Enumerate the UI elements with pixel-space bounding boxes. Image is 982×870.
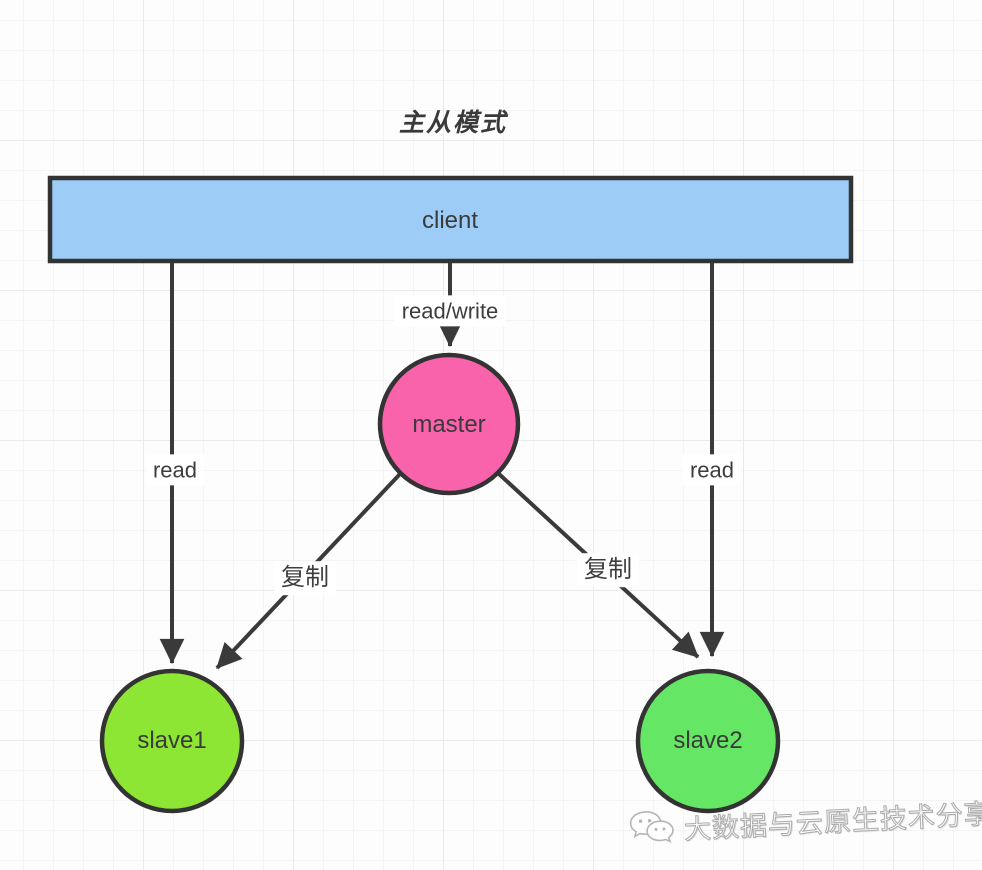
client-node-shape [47, 175, 854, 264]
watermark-text: 大数据与云原生技术分享 [683, 798, 982, 845]
edge-label-replicate-left: 复制 [274, 561, 336, 595]
master-node-label: master [412, 411, 486, 438]
diagram-title: 主从模式 [398, 109, 508, 137]
slave1-node-shape [99, 668, 245, 814]
slave1-node-label: slave1 [137, 727, 207, 754]
edge-label-read-write: read/write [394, 295, 506, 327]
edge-label-replicate-right: 复制 [577, 553, 639, 587]
client-node-label: client [421, 207, 479, 234]
slave2-node-label: slave2 [673, 727, 743, 754]
edge-label-read-right: read [682, 454, 742, 486]
edge-label-read-left: read [145, 454, 205, 486]
wechat-icon [625, 804, 679, 853]
watermark: 大数据与云原生技术分享 [624, 782, 982, 860]
master-node-shape [377, 352, 521, 496]
slave2-node-shape [635, 668, 781, 814]
